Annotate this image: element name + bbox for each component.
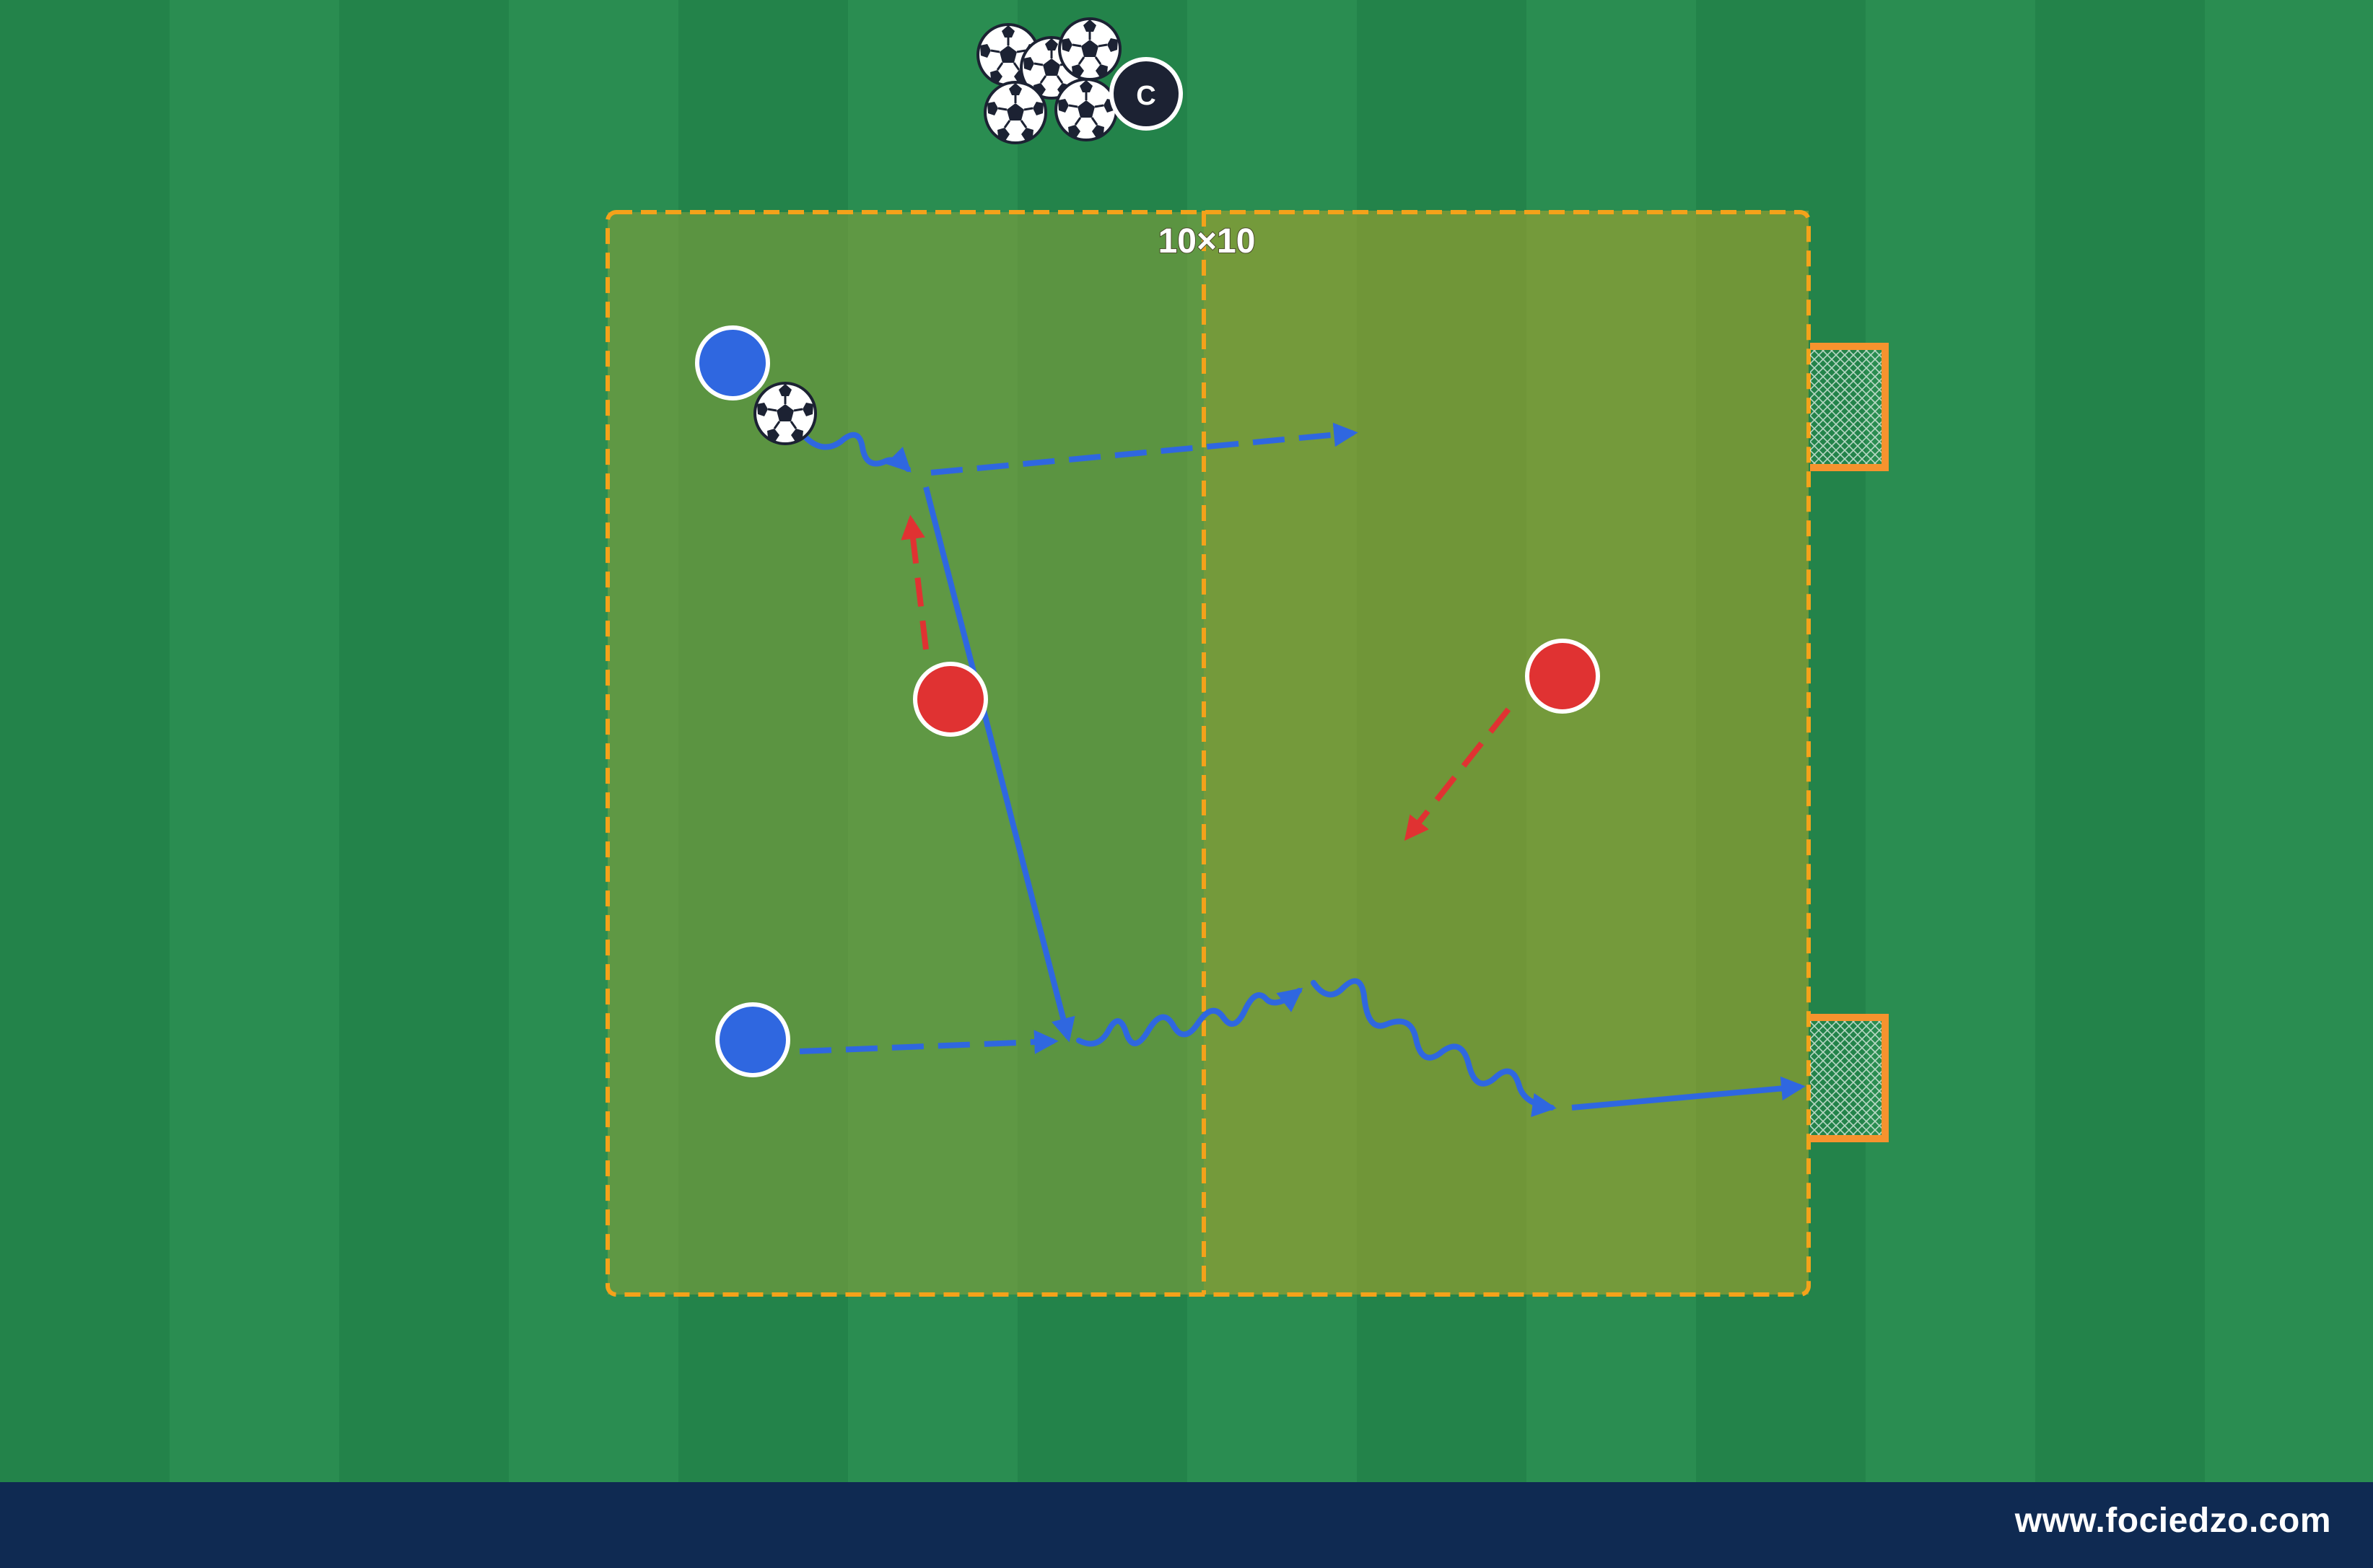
grass-stripe [2205, 0, 2373, 1482]
run-arrow-top [930, 422, 1358, 476]
zone-border [606, 210, 1811, 1297]
goal-top [1810, 343, 1889, 471]
grass-stripe [0, 0, 170, 1482]
shot-arrow [1571, 1076, 1806, 1111]
ball-icon [1058, 17, 1122, 81]
blue-player-2 [715, 1002, 790, 1077]
training-zone: 10×10 [606, 210, 1811, 1297]
pitch: 10×10 [0, 0, 2373, 1482]
website-link[interactable]: www.fociedzo.com [2014, 1502, 2331, 1540]
grass-stripe [170, 0, 339, 1482]
left-zone [608, 212, 1204, 1295]
ball-icon [753, 382, 817, 445]
zone-size-label: 10×10 [1158, 222, 1256, 260]
defender-run-2 [1404, 707, 1511, 841]
ball-icon [1054, 78, 1118, 141]
dribble-arrow-3 [1311, 978, 1557, 1118]
dribble-arrow-1 [802, 432, 912, 473]
blue-player-1 [695, 325, 770, 400]
right-zone [1204, 211, 1809, 1295]
red-player-2 [1525, 639, 1600, 714]
red-player-1 [913, 662, 988, 737]
grass-stripe [1866, 0, 2035, 1482]
grass-stripe [2035, 0, 2205, 1482]
movement-arrows [799, 422, 1806, 1118]
dribble-arrow-2 [1076, 987, 1303, 1047]
ball-icon [984, 81, 1047, 144]
goal-bottom [1810, 1014, 1889, 1142]
run-arrow-bottom [799, 1030, 1059, 1054]
grass-stripe [339, 0, 509, 1482]
footer-bar: www.fociedzo.com [0, 1482, 2373, 1568]
defender-run-1 [901, 514, 929, 650]
coach-label: C [1136, 81, 1155, 111]
coach: C [1109, 57, 1183, 131]
pass-arrow-diagonal [923, 486, 1075, 1043]
